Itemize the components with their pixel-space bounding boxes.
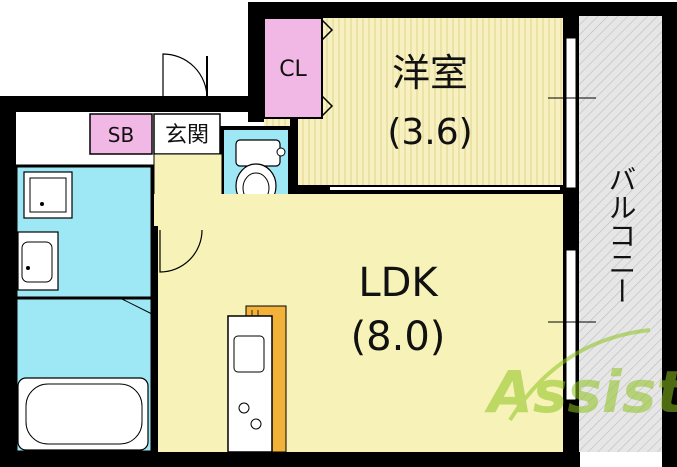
shoe-box-label: SB [108,123,134,147]
ldk [154,194,563,452]
entrance-label: 玄関 [165,123,209,148]
balcony [579,16,662,452]
ldk-size: (8.0) [351,314,446,360]
western-room-name: 洋室 [392,51,468,95]
ldk-door [159,229,203,273]
windows [548,37,596,401]
balcony-label: バルコニー [605,165,638,305]
closet [263,17,323,119]
ldk-name: LDK [358,260,439,306]
entrance-door [162,53,208,99]
kitchen [227,305,287,453]
western-room-size: (3.6) [387,112,472,153]
watermark-logo: Assist [484,328,677,426]
entrance [153,113,221,155]
shoe-box [89,113,153,155]
watermark-text: Assist [484,358,677,426]
closet-label: CL [279,57,307,82]
